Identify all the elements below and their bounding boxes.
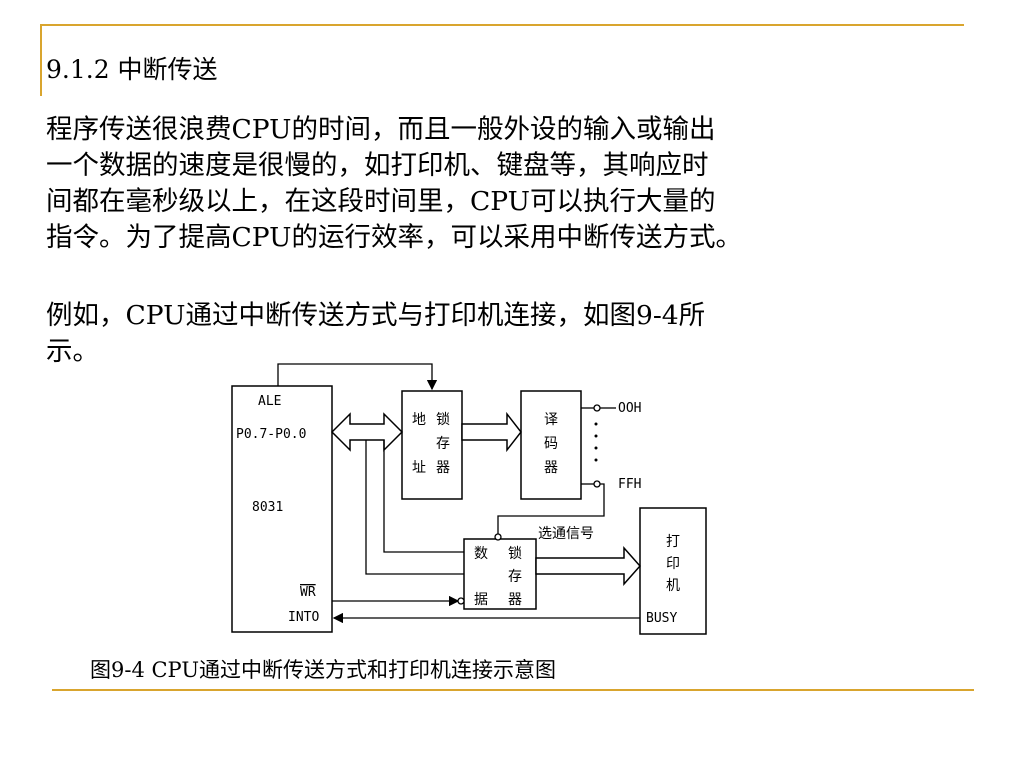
- decoder-char: 码: [544, 436, 558, 452]
- addr-latch-char: 器: [436, 460, 450, 476]
- bottom-rule: [52, 689, 974, 691]
- paragraph-2: 例如，CPU通过中断传送方式与打印机连接，如图9-4所 示。: [46, 298, 705, 370]
- printer-char: 印: [666, 556, 680, 572]
- wr-label: WR: [300, 585, 316, 600]
- paragraph-1-line: 间都在毫秒级以上，在这段时间里，CPU可以执行大量的: [46, 186, 716, 217]
- cpu-box: [231, 385, 333, 633]
- addr-latch-char: 址: [412, 460, 426, 476]
- paragraph-1: 程序传送很浪费CPU的时间，而且一般外设的输入或输出 一个数据的速度是很慢的，如…: [46, 112, 742, 256]
- interrupt-printer-diagram: ALE P0.7-P0.0 8031 WR INTO 地 址 锁 存 器 译 码…: [231, 363, 707, 635]
- paragraph-1-line: 指令。为了提高CPU的运行效率，可以采用中断传送方式。: [46, 222, 742, 253]
- figure-caption: 图9-4 CPU通过中断传送方式和打印机连接示意图: [90, 658, 557, 682]
- data-latch-char: 存: [508, 569, 522, 585]
- data-bus-arrow: [330, 412, 404, 452]
- port-label: P0.7-P0.0: [236, 427, 306, 442]
- decoder-char: 译: [544, 412, 558, 428]
- paragraph-2-line: 例如，CPU通过中断传送方式与打印机连接，如图9-4所: [46, 300, 706, 331]
- address-bus-arrow: [461, 411, 522, 453]
- decoder-out-last: FFH: [618, 477, 641, 492]
- decoder-out-first: OOH: [618, 401, 641, 416]
- section-title: 9.1.2 中断传送: [46, 55, 218, 84]
- printer-box: [639, 507, 707, 635]
- data-latch-char: 锁: [508, 546, 522, 562]
- data-latch-char: 据: [474, 592, 488, 608]
- left-rule: [40, 24, 42, 96]
- printer-char: 打: [666, 533, 680, 550]
- into-label: INTO: [288, 610, 319, 625]
- paragraph-1-line: 程序传送很浪费CPU的时间，而且一般外设的输入或输出: [46, 114, 716, 145]
- data-latch-char: 器: [508, 592, 522, 608]
- addr-latch-char: 存: [436, 436, 450, 452]
- busy-label: BUSY: [646, 611, 677, 626]
- address-latch-box: [401, 390, 463, 500]
- decoder-char: 器: [544, 460, 558, 476]
- chip-label: 8031: [252, 500, 283, 515]
- paragraph-2-line: 示。: [46, 336, 99, 367]
- top-rule: [40, 24, 964, 26]
- addr-latch-char: 地: [412, 412, 426, 428]
- decoder-box: [520, 390, 582, 500]
- addr-latch-char: 锁: [436, 412, 450, 428]
- paragraph-1-line: 一个数据的速度是很慢的，如打印机、键盘等，其响应时: [46, 150, 709, 181]
- printer-bus-arrow: [535, 546, 642, 586]
- ale-line: [277, 363, 438, 391]
- data-latch-char: 数: [474, 546, 488, 562]
- ale-label: ALE: [258, 394, 281, 409]
- strobe-label: 选通信号: [538, 526, 594, 542]
- printer-char: 机: [666, 578, 680, 594]
